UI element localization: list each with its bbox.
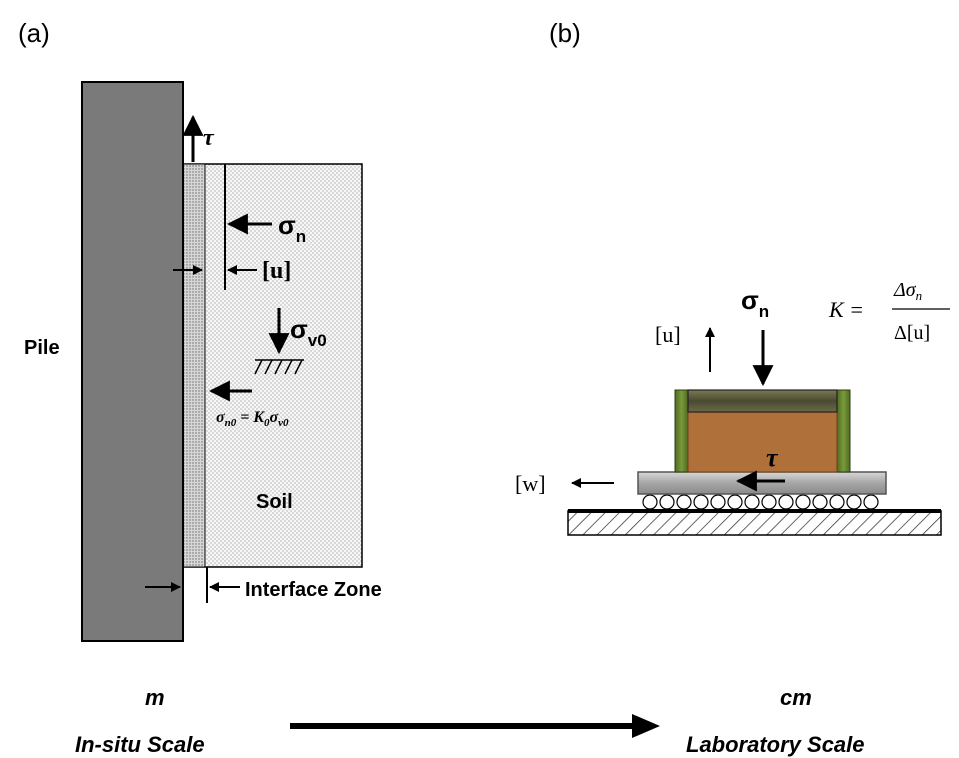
shear-box-left-wall [674, 389, 689, 473]
pile [81, 81, 184, 642]
sigma-n-label: σn [278, 210, 306, 246]
k-equation-denominator: Δ[u] [894, 322, 930, 344]
panel-a-label: (a) [18, 18, 50, 48]
scale-arrow-head [632, 714, 660, 738]
interface-zone [182, 163, 206, 568]
soil-label: Soil [256, 491, 293, 513]
sigma-v0-label: σv0 [290, 314, 327, 350]
tau-label: τ [203, 125, 215, 151]
ground-base [567, 510, 942, 536]
sigma-n-label-b: σn [741, 285, 769, 321]
shear-box-right-wall [836, 389, 851, 473]
pile-label: Pile [24, 337, 60, 359]
u-label-a: [u] [262, 258, 291, 284]
k-equation-numerator: Δσn [893, 279, 922, 303]
shear-base-plate [637, 471, 887, 495]
k-equation-lhs: K = [828, 297, 864, 322]
sigma-n0-equation: σn0 = K0σv0 [216, 409, 289, 429]
ground-hatch-symbol [254, 359, 304, 375]
u-label-b: [u] [655, 322, 681, 347]
w-label: [w] [515, 471, 546, 496]
rollers [642, 494, 879, 510]
in-situ-unit: m [145, 685, 165, 710]
lab-unit: cm [780, 685, 812, 710]
soil-block [182, 163, 363, 568]
lab-scale-label: Laboratory Scale [686, 732, 865, 757]
in-situ-scale-label: In-situ Scale [75, 732, 205, 757]
panel-b-label: (b) [549, 18, 581, 48]
interface-zone-label: Interface Zone [245, 579, 382, 601]
soil-sample [687, 411, 838, 473]
tau-label-b: τ [766, 443, 779, 472]
loading-cap [687, 389, 838, 413]
